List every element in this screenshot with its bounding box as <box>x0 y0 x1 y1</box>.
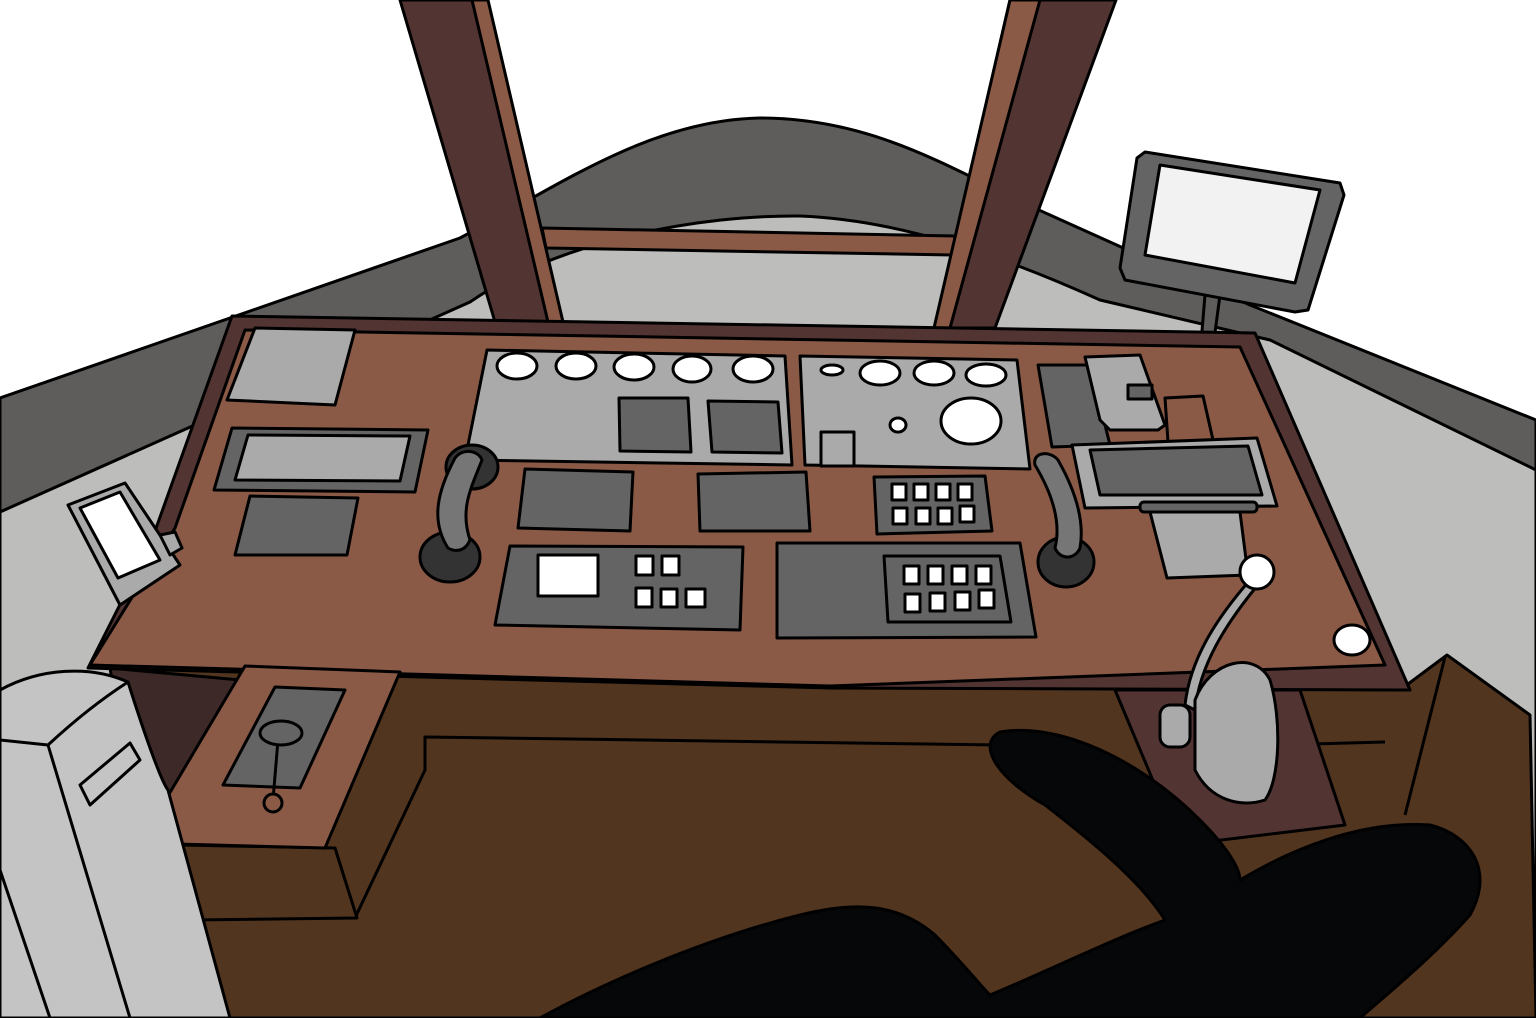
gauge-dial <box>612 352 656 382</box>
left-dark-panel <box>233 494 360 557</box>
right-display-screen <box>1088 444 1264 497</box>
gauge-screen <box>706 399 784 455</box>
right-gray-pad <box>1148 510 1250 580</box>
monitor-screen <box>1143 163 1322 285</box>
indicator-knob[interactable] <box>1332 623 1372 657</box>
gauge-dials-right <box>819 359 1008 446</box>
center-screen-left <box>516 467 635 533</box>
right-wood-box <box>1163 394 1215 444</box>
left-gray-pad <box>225 326 357 407</box>
small-panel-box <box>819 430 856 468</box>
throttle-lever[interactable] <box>1158 553 1280 805</box>
joystick-left[interactable] <box>418 443 500 584</box>
front-box-base <box>178 843 359 922</box>
panel-display <box>536 553 600 598</box>
gauge-dial <box>554 351 598 381</box>
front-joystick[interactable] <box>258 719 304 814</box>
tablet-device[interactable] <box>66 481 184 607</box>
joystick-right[interactable] <box>1033 452 1096 589</box>
gauge-screen <box>617 396 693 454</box>
left-display-screen <box>233 433 412 483</box>
control-panel-lower-left[interactable] <box>493 544 745 632</box>
device-button[interactable] <box>1126 383 1154 401</box>
keypad-upper[interactable] <box>872 474 994 536</box>
right-gray-device[interactable] <box>1083 353 1167 432</box>
center-screen-right <box>696 470 812 533</box>
control-panel-lower-right[interactable] <box>775 541 1038 640</box>
left-cabinet <box>0 669 232 1018</box>
gauge-dials-left <box>495 351 775 384</box>
gauge-dial <box>731 354 775 384</box>
captain-chair <box>538 728 1482 1018</box>
gauge-dial <box>671 354 713 384</box>
gauge-dial <box>495 351 539 381</box>
